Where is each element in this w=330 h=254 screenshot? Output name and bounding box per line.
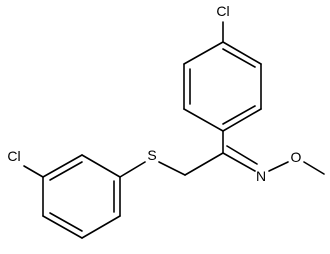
nitrogen-label: N (256, 168, 266, 184)
bond (42, 215, 83, 239)
chlorine-label-top: Cl (216, 3, 229, 19)
sulfur-label: S (147, 147, 156, 163)
bond-imine-carbon-to-ch2 (184, 152, 224, 176)
bond (222, 108, 262, 132)
bond-o-methyl (303, 161, 325, 175)
chlorophenyl-ring-bottom (42, 154, 121, 239)
double-bond-inner (222, 48, 256, 68)
bond (42, 154, 83, 178)
chlorine-label-left: Cl (7, 148, 20, 164)
bond-ch2-to-sulfur (158, 161, 186, 176)
bond (222, 41, 262, 65)
imine-double-bond (222, 152, 256, 172)
bond-c-cl-left (23, 165, 44, 178)
double-bond-inner (222, 105, 256, 125)
double-bond-inner (49, 161, 83, 181)
bond (81, 154, 121, 178)
chlorophenyl-ring-top (183, 41, 262, 132)
double-bond-inner (49, 212, 83, 232)
bond (183, 41, 224, 65)
imine-double-bond (226, 145, 258, 165)
bond (183, 108, 224, 132)
bond-n-o (268, 161, 289, 172)
oxygen-label: O (291, 149, 302, 165)
bond (81, 215, 121, 239)
bond-sulfur-to-ring (119, 161, 146, 178)
